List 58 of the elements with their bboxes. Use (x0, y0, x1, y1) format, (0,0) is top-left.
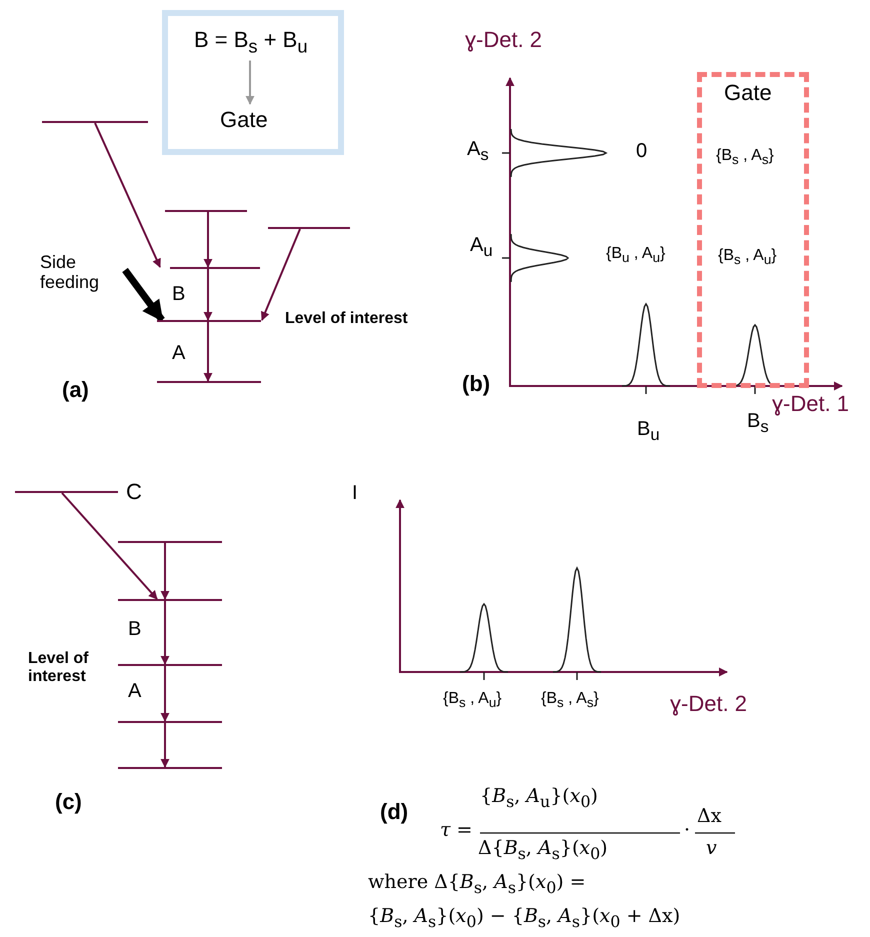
peak-label: B$_{s}$ (747, 410, 769, 436)
transition-arrow (260, 228, 301, 321)
energy-level-line (157, 320, 261, 322)
level-caption: Level of interest (28, 650, 90, 686)
transition-arrow (160, 543, 170, 600)
axis-label: ɣ-Det. 2 (670, 692, 748, 716)
gate-region (697, 72, 809, 388)
transition-arrow (160, 666, 170, 722)
formula-text: v (706, 838, 717, 859)
energy-level-line (118, 599, 222, 601)
energy-level-line (118, 541, 222, 543)
energy-level-line (170, 267, 260, 269)
energy-level-line (118, 721, 222, 723)
peak-label: B$_{u}$ (637, 418, 660, 444)
energy-level-line (157, 381, 261, 383)
transition-arrow (204, 269, 212, 321)
energy-level-line (42, 121, 148, 123)
peak-label: A$_{s}$ (467, 138, 489, 164)
peak-label: A$_{u}$ (470, 234, 493, 260)
coincidence-label: {B$_{s}$ , A$_{u}$} (443, 690, 502, 711)
axis-label: I (352, 482, 358, 504)
transition-arrow (160, 723, 170, 768)
feeding-arrow (122, 268, 165, 322)
transition-arrow (61, 492, 158, 600)
coincidence-label: {B$_{s}$ , A$_{s}$} (716, 147, 774, 168)
formula-text: Gate (220, 108, 268, 132)
energy-level-line (165, 210, 247, 212)
level-caption: Level of interest (285, 310, 408, 328)
formula-text: τ = (440, 820, 472, 841)
axis-label: ɣ-Det. 2 (465, 28, 542, 52)
formula-text: where Δ{B$_{s}$, A$_{s}$}(x$_{0}$) = (368, 872, 586, 896)
transition-arrow (204, 322, 212, 382)
panel-label: (b) (462, 372, 490, 396)
formula-text: {B$_{s}$, A$_{u}$}(x$_{0}$) (480, 786, 598, 810)
gate-definition-box (162, 10, 344, 155)
formula-text: · (684, 820, 690, 841)
energy-level-line (118, 767, 222, 769)
gate-label: Gate (724, 81, 772, 106)
coincidence-label: 0 (636, 140, 648, 162)
energy-level-line (15, 491, 118, 493)
energy-level-line (118, 664, 222, 666)
panel-label: (c) (55, 790, 82, 814)
energy-level-line (268, 227, 350, 229)
formula-text: B = B$_{s}$ + B$_{u}$ (194, 28, 308, 57)
level-caption: C (126, 480, 142, 504)
transition-arrow (204, 212, 212, 268)
axis-label: ɣ-Det. 1 (772, 392, 850, 416)
transition-arrow (160, 601, 170, 665)
panel-label: (a) (62, 378, 89, 402)
formula-text: Δ{B$_{s}$, A$_{s}$}(x$_{0}$) (478, 838, 608, 862)
panel-label: (d) (380, 800, 408, 824)
arrow (246, 60, 254, 105)
coincidence-label: {B$_{s}$ , A$_{u}$} (718, 247, 777, 268)
coincidence-label: {B$_{s}$ , A$_{s}$} (541, 690, 599, 711)
formula-text: {B$_{s}$, A$_{s}$}(x$_{0}$) − {B$_{s}$, A$_{s}$}(x$_{0}$ + Δx) (368, 906, 680, 930)
transition-arrow (94, 122, 161, 268)
coincidence-label: {B$_{u}$ , A$_{u}$} (606, 245, 666, 266)
formula-text: Δx (697, 806, 722, 827)
